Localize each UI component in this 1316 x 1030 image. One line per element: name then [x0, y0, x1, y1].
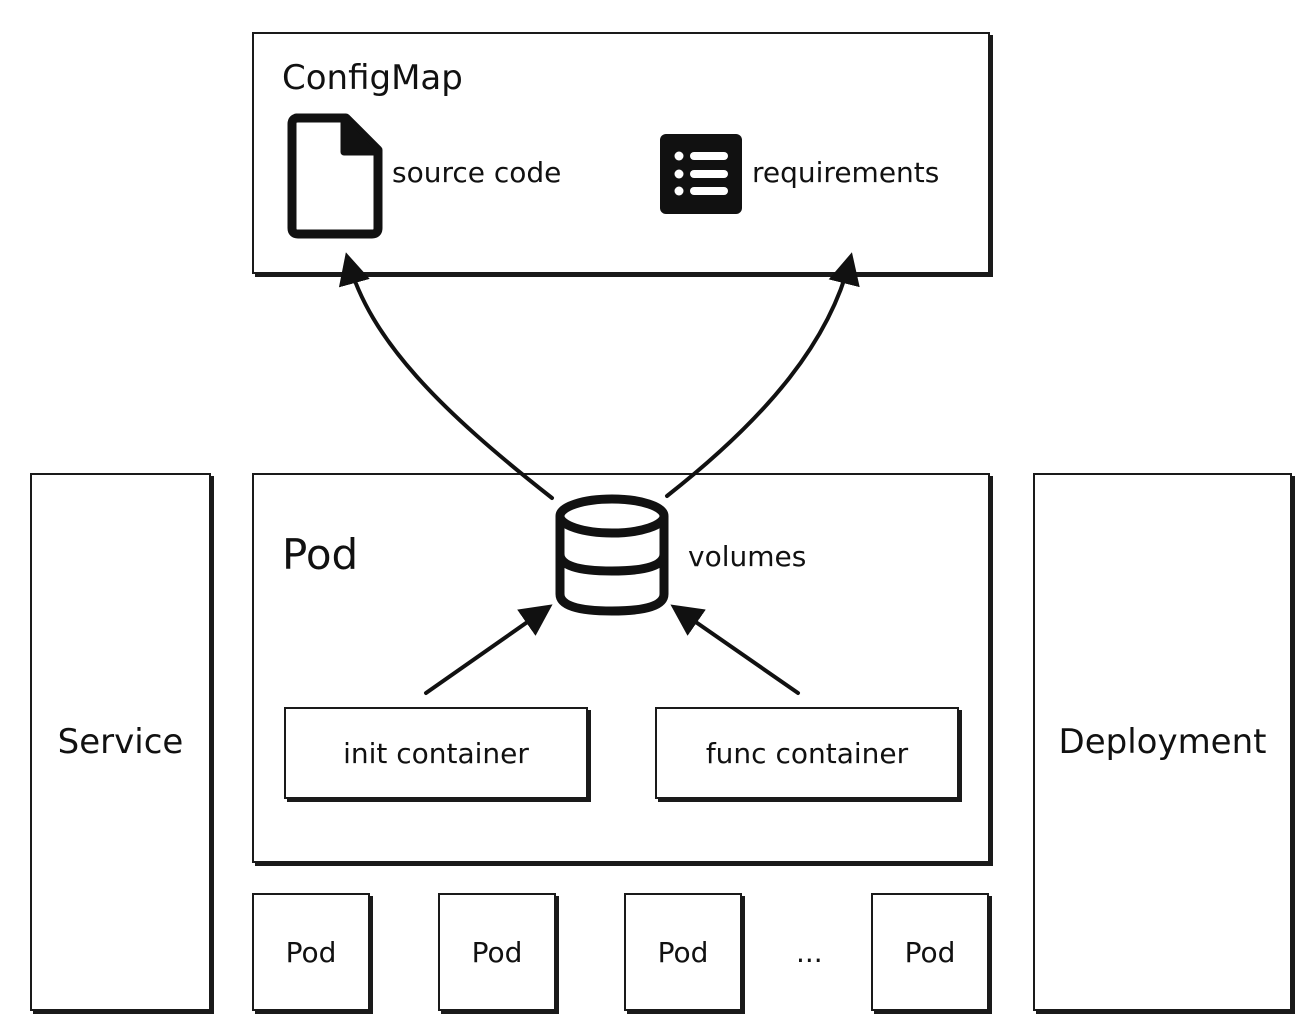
- init-container-label: init container: [343, 736, 529, 770]
- func-container-box: func container: [655, 707, 959, 799]
- replica-pod-box: Pod: [871, 893, 989, 1011]
- pod-title: Pod: [282, 530, 359, 579]
- replica-pod-label: Pod: [285, 935, 337, 969]
- volumes-label: volumes: [688, 540, 807, 573]
- replica-ellipsis: ...: [796, 936, 823, 969]
- database-icon: [555, 494, 669, 616]
- configmap-title: ConfigMap: [282, 58, 463, 98]
- source-code-label: source code: [392, 156, 562, 189]
- deployment-box: Deployment: [1033, 473, 1292, 1011]
- replica-pod-label: Pod: [657, 935, 709, 969]
- func-container-label: func container: [705, 736, 909, 770]
- replica-pod-label: Pod: [904, 935, 956, 969]
- arrow-volumes-to-source-code: [338, 252, 554, 500]
- replica-pod-box: Pod: [438, 893, 556, 1011]
- service-box: Service: [30, 473, 211, 1011]
- requirements-label: requirements: [752, 156, 940, 189]
- deployment-label: Deployment: [1058, 722, 1267, 762]
- list-icon: [660, 134, 742, 214]
- replica-pod-box: Pod: [252, 893, 370, 1011]
- replica-pod-box: Pod: [624, 893, 742, 1011]
- replica-pod-label: Pod: [471, 935, 523, 969]
- arrow-volumes-to-requirements: [665, 252, 860, 498]
- document-icon: [287, 113, 383, 239]
- init-container-box: init container: [284, 707, 588, 799]
- service-label: Service: [57, 722, 184, 762]
